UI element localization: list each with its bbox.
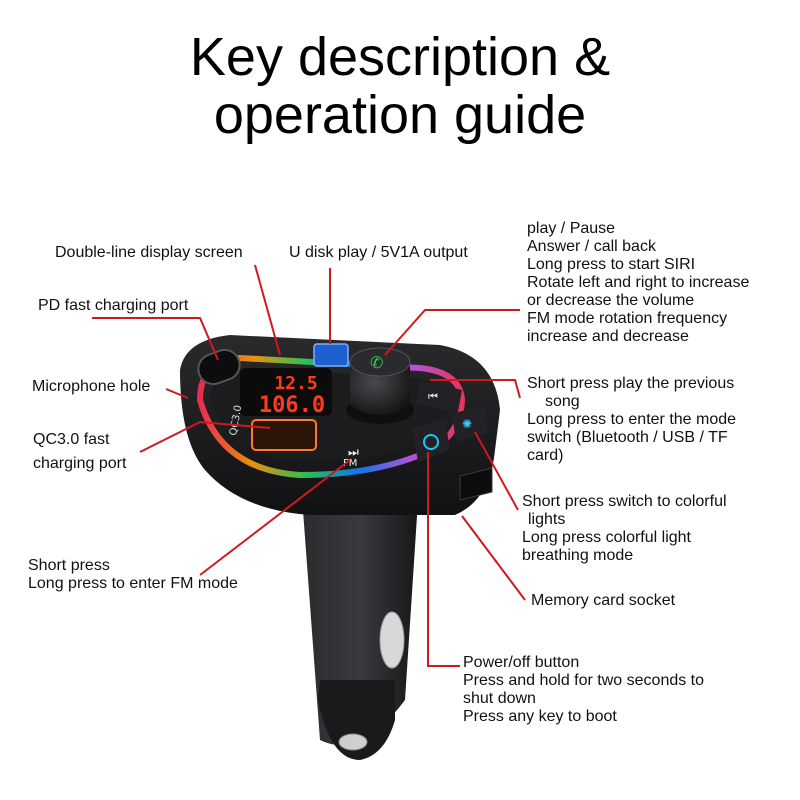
leader-pd: [92, 317, 219, 361]
label-microphone: Microphone hole: [32, 378, 151, 395]
label-memory-card: Memory card socket: [531, 592, 676, 609]
leader-display: [254, 264, 281, 356]
label-light-button: Short press switch to colorful lights Lo…: [522, 493, 727, 565]
page-title: Key description & operation guide: [0, 28, 800, 144]
label-display-screen: Double-line display screen: [55, 244, 243, 261]
label-prev-line: Long press to enter the mode: [527, 411, 737, 428]
title-line-1: Key description &: [189, 27, 611, 87]
label-light-line: Long press colorful light: [522, 529, 691, 546]
device-plug-tip: [318, 680, 395, 760]
label-knob-line: play / Pause: [527, 220, 616, 237]
light-icon: ✺: [462, 417, 472, 431]
power-icon: [423, 434, 439, 450]
label-knob-line: Long press to start SIRI: [527, 256, 696, 273]
label-qc-line: charging port: [33, 455, 127, 472]
label-prev-line: switch (Bluetooth / USB / TF: [527, 429, 728, 446]
label-prev-button: Short press play the previous song Long …: [527, 375, 736, 465]
fm-text: FM: [343, 458, 357, 469]
label-knob-line: FM mode rotation frequency: [527, 310, 728, 327]
leader-knob: [384, 309, 520, 356]
prev-button: [416, 380, 462, 412]
leader-power: [427, 452, 460, 667]
label-knob-line: increase and decrease: [527, 328, 689, 345]
fm-icon: ⏭: [348, 445, 359, 459]
memory-card-slot: [459, 467, 493, 501]
label-pd-port: PD fast charging port: [38, 297, 189, 314]
leader-fm: [199, 459, 351, 576]
display-line-1: 12.5: [274, 373, 317, 394]
knob-top: [349, 347, 411, 377]
qc-text: QC3.0: [228, 404, 244, 436]
leader-light: [474, 431, 519, 511]
label-knob-line: Answer / call back: [527, 238, 656, 255]
label-power-line: Press and hold for two seconds to: [463, 672, 705, 689]
leader-prev: [430, 379, 521, 399]
label-prev-line: song: [545, 393, 580, 410]
leader-memory: [461, 515, 526, 601]
prev-icon: ⏮: [428, 390, 438, 403]
power-button-shape: [412, 418, 450, 462]
title-line-2: operation guide: [213, 85, 587, 145]
display-panel: [240, 368, 332, 416]
label-power-line: Press any key to boot: [463, 708, 617, 725]
label-power-line: Power/off button: [463, 654, 580, 671]
label-u-disk: U disk play / 5V1A output: [289, 244, 468, 261]
label-prev-line: Short press play the previous: [527, 375, 735, 392]
label-knob-line: or decrease the volume: [527, 292, 695, 309]
label-fm-line: Short press: [28, 557, 110, 574]
leader-qc: [139, 420, 271, 453]
label-qc-line: QC3.0 fast: [33, 431, 110, 448]
device-contact-tip: [338, 733, 368, 751]
label-power-line: shut down: [463, 690, 536, 707]
label-power-button: Power/off button Press and hold for two …: [463, 654, 704, 726]
knob: [350, 365, 410, 415]
label-prev-line: card): [527, 447, 564, 464]
label-qc-port: QC3.0 fast charging port: [33, 428, 126, 476]
pd-port: [197, 348, 241, 386]
label-knob-line: Rotate left and right to increase: [527, 274, 750, 291]
label-light-line: lights: [528, 511, 566, 528]
label-fm-line: Long press to enter FM mode: [28, 575, 238, 592]
device-contact-side: [379, 611, 405, 669]
label-light-line: Short press switch to colorful: [522, 493, 727, 510]
display-line-2: 106.0: [259, 393, 325, 418]
light-button-shape: [452, 404, 488, 442]
leader-mic: [165, 388, 189, 399]
label-fm-button: Short press Long press to enter FM mode: [28, 557, 238, 593]
device-plug: [300, 470, 420, 745]
label-knob: play / Pause Answer / call back Long pre…: [527, 220, 749, 346]
phone-icon: ✆: [370, 353, 383, 372]
label-light-line: breathing mode: [522, 547, 634, 564]
